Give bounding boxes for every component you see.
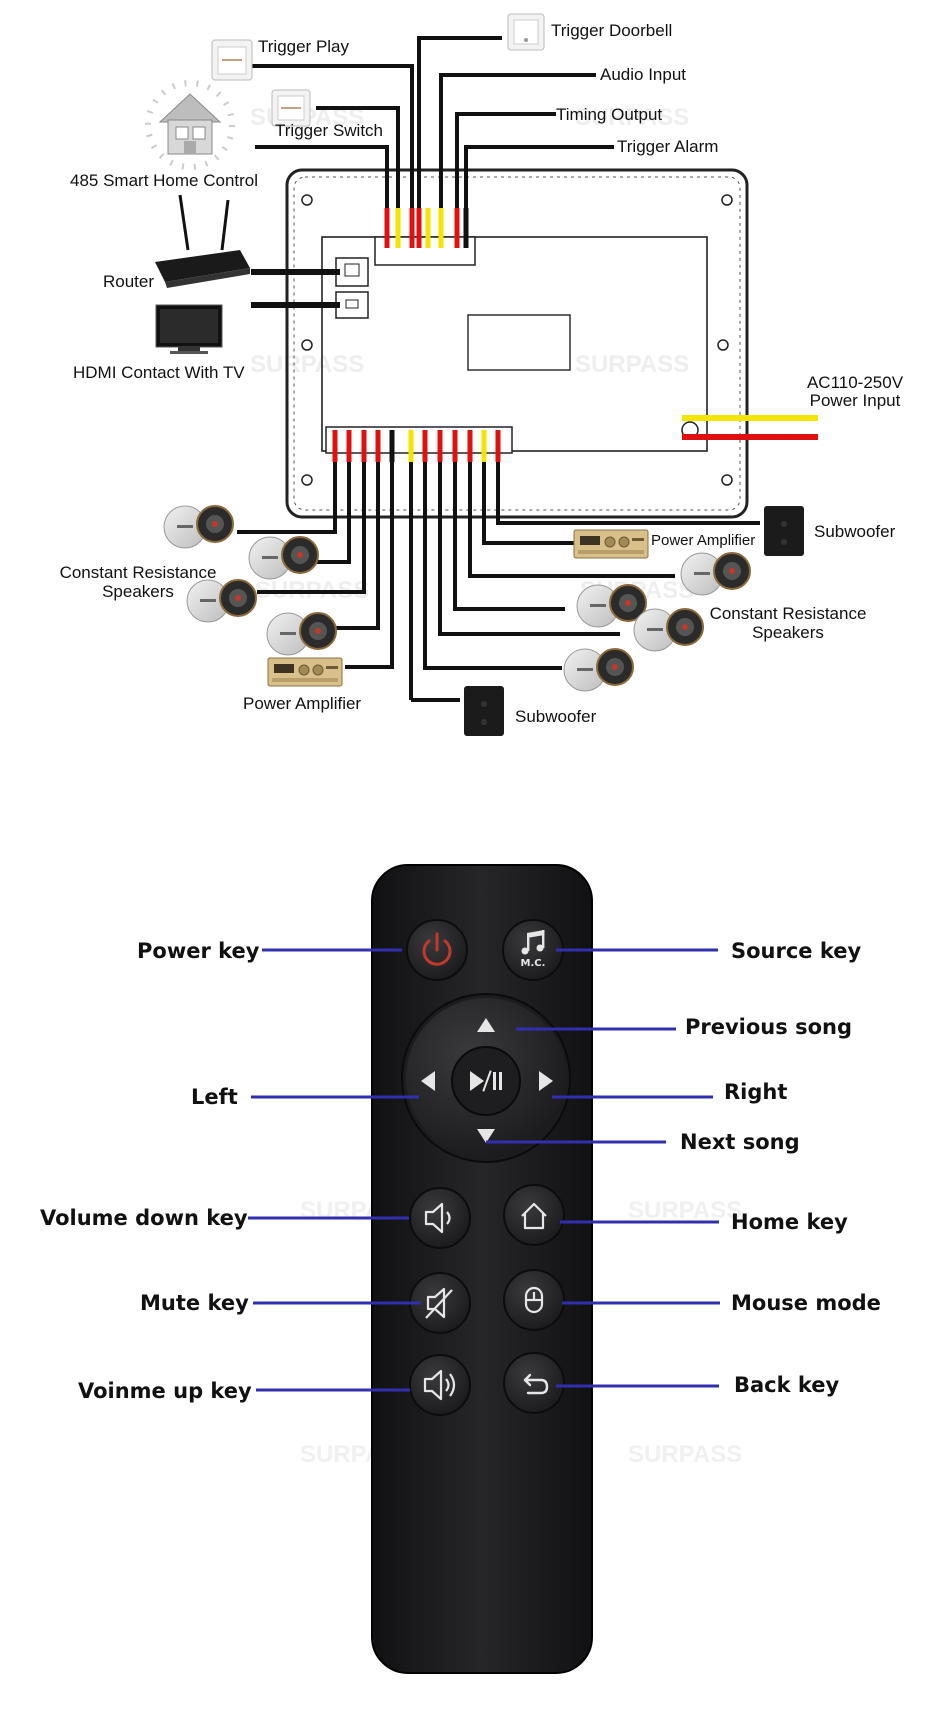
speaker-icon: [563, 648, 634, 692]
power-amplifier-left-label: Power Amplifier: [243, 694, 361, 713]
trigger-switch-label: Trigger Switch: [275, 121, 383, 140]
speaker-icon: [163, 505, 234, 549]
mute-icon: [425, 1287, 453, 1319]
source-button[interactable]: M.C.: [502, 919, 564, 981]
play-pause-icon: [470, 1070, 502, 1092]
right-label: Right: [724, 1080, 787, 1104]
back-arrow-icon: [523, 1373, 549, 1395]
subwoofer-icon: [464, 686, 504, 736]
power-icon: [422, 932, 452, 966]
subwoofer-icon: [764, 506, 804, 556]
router-label: Router: [103, 272, 154, 291]
left-arrow-icon[interactable]: [421, 1071, 435, 1091]
top-trigger-wires: [248, 36, 614, 210]
trigger-doorbell-label: Trigger Doorbell: [551, 21, 672, 40]
source-key-label: Source key: [731, 939, 862, 963]
watermark: SURPASS: [250, 351, 364, 378]
volume-down-key-label: Volume down key: [40, 1206, 248, 1230]
trigger-alarm-label: Trigger Alarm: [617, 137, 718, 156]
speakers-left-label-line2: Speakers: [102, 582, 174, 601]
play-pause-button[interactable]: [451, 1046, 521, 1116]
hdmi-label: HDMI Contact With TV: [73, 363, 245, 382]
left-label: Left: [191, 1085, 238, 1109]
power-amplifier-icon: [573, 529, 649, 559]
power-input-line2: Power Input: [810, 391, 901, 410]
power-key-label: Power key: [137, 939, 260, 963]
volume-up-button[interactable]: [409, 1354, 471, 1416]
home-key-label: Home key: [731, 1210, 848, 1234]
remote-section: SURPASS SURPASS SURPASS SURPASS: [40, 864, 881, 1674]
next-song-label: Next song: [680, 1130, 800, 1154]
callout-lines: [248, 948, 720, 1392]
mouse-icon: [524, 1286, 544, 1314]
volume-up-key-label: Voinme up key: [78, 1379, 252, 1403]
speaker-icon: [680, 552, 751, 596]
d-pad: [401, 993, 571, 1163]
trigger-switch-icon: [271, 89, 311, 127]
power-amplifier-right-label: Power Amplifier: [651, 532, 755, 549]
previous-song-label: Previous song: [685, 1015, 852, 1039]
back-key-label: Back key: [734, 1373, 840, 1397]
remote-body-outline: [371, 864, 593, 1674]
right-arrow-icon[interactable]: [539, 1071, 553, 1091]
mouse-mode-button[interactable]: [503, 1269, 565, 1331]
remote-body: [372, 865, 592, 1673]
speakers-left-label-line1: Constant Resistance: [60, 563, 217, 582]
doorbell-switch-icon: [507, 13, 545, 51]
mouse-mode-label: Mouse mode: [731, 1291, 881, 1315]
bottom-output-wires: [237, 446, 760, 702]
speaker-low-icon: [424, 1202, 451, 1234]
power-input-line1: AC110-250V: [807, 373, 904, 392]
speaker-icon: [248, 536, 319, 580]
speakers-right-label-line2: Speakers: [752, 623, 824, 642]
power-amplifier-icon: [267, 657, 343, 687]
timing-output-label: Timing Output: [556, 105, 662, 124]
router-icon: [155, 194, 250, 288]
music-note-icon: [521, 930, 545, 955]
speaker-icon: [633, 608, 704, 652]
smart-home-icon: [145, 80, 235, 170]
speaker-icon: [266, 612, 337, 656]
trigger-play-switch-icon: [211, 39, 253, 81]
source-key-glyph: M.C.: [521, 958, 546, 969]
speakers-right-label-line1: Constant Resistance: [710, 604, 867, 623]
bottom-wire-ends: [332, 430, 501, 462]
mute-key-label: Mute key: [140, 1291, 249, 1315]
speaker-high-icon: [423, 1369, 456, 1401]
wiring-diagram: SURPASS SURPASS SURPASS SURPASS SURPASS …: [60, 13, 904, 736]
home-icon: [521, 1202, 547, 1230]
top-wire-ends: [384, 208, 469, 248]
home-button[interactable]: [503, 1184, 565, 1246]
smart-home-label: 485 Smart Home Control: [70, 171, 258, 190]
subwoofer-right-label: Subwoofer: [814, 522, 896, 541]
up-arrow-icon[interactable]: [477, 1018, 495, 1032]
watermark: SURPASS: [628, 1197, 742, 1224]
tv-icon: [155, 304, 223, 354]
subwoofer-bottom-label: Subwoofer: [515, 707, 597, 726]
trigger-play-label: Trigger Play: [258, 37, 350, 56]
volume-down-button[interactable]: [409, 1187, 471, 1249]
back-button[interactable]: [503, 1352, 565, 1414]
speaker-icon: [186, 579, 257, 623]
audio-input-label: Audio Input: [600, 65, 686, 84]
power-button[interactable]: [406, 919, 468, 981]
watermark: SURPASS: [575, 351, 689, 378]
mute-button[interactable]: [409, 1272, 471, 1334]
amplifier-panel: [285, 168, 749, 519]
watermark: SURPASS: [628, 1441, 742, 1468]
power-cables: [682, 415, 818, 440]
network-cables: [251, 269, 340, 308]
down-arrow-icon[interactable]: [477, 1129, 495, 1143]
watermark: SURPASS: [575, 104, 689, 131]
